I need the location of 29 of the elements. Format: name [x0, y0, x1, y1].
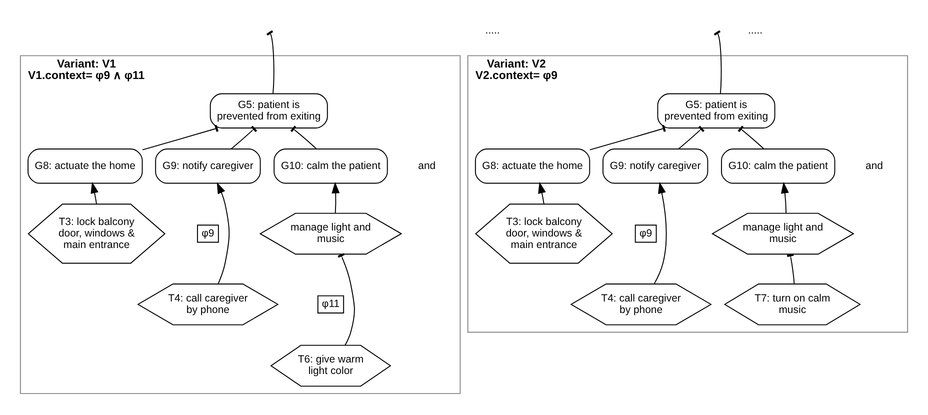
node-box: G9: notify caregiver: [155, 148, 261, 184]
connector: [738, 126, 764, 150]
connector: [786, 254, 795, 285]
node-box: G8: actuate the home: [474, 148, 590, 184]
label: .....: [748, 26, 763, 37]
node-box: G10: calm the patient: [274, 148, 388, 184]
label: .....: [485, 26, 500, 37]
node-box: G8: actuate the home: [28, 148, 143, 184]
arrow: [332, 182, 340, 214]
node-box: φ9: [197, 224, 219, 243]
arrow: [538, 182, 546, 205]
node-box: G10: calm the patient: [721, 148, 836, 184]
node-box: φ9: [634, 224, 657, 243]
connector: [718, 34, 722, 94]
node-box: G9: notify caregiver: [602, 148, 708, 184]
arrow: [216, 182, 230, 284]
arrow: [654, 182, 667, 284]
connector: [270, 34, 274, 94]
connector: [290, 126, 318, 150]
connector: [338, 253, 355, 346]
label: and: [866, 160, 883, 172]
connector: [142, 124, 218, 150]
node-box: φ11: [317, 295, 344, 314]
connector: [678, 126, 704, 150]
arrow: [90, 182, 98, 205]
connector: [589, 124, 666, 150]
label: and: [418, 160, 436, 172]
connector: [230, 126, 258, 150]
arrow: [780, 182, 789, 214]
